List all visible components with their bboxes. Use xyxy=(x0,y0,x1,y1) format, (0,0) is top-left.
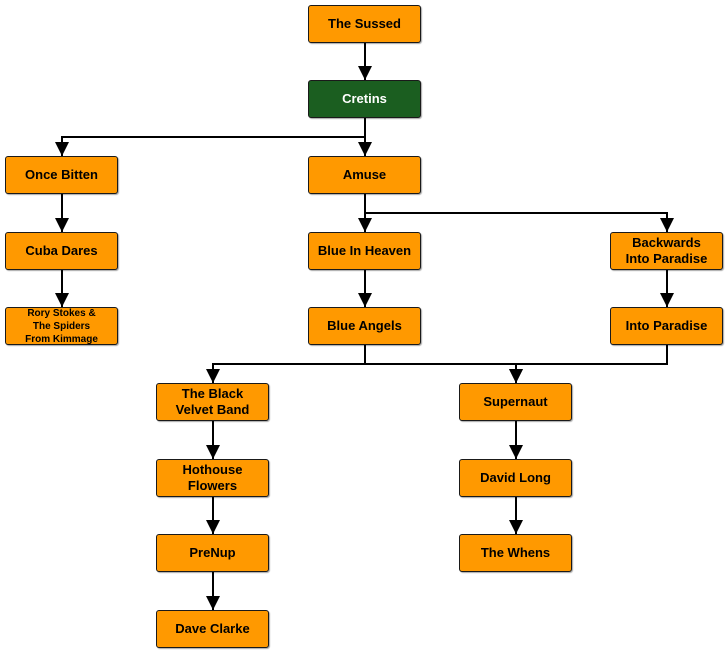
node-rory-stokes-and-the-spiders-from-kimmage[interactable]: Rory Stokes & The Spiders From Kimmage xyxy=(5,307,118,345)
node-blue-angels[interactable]: Blue Angels xyxy=(308,307,421,345)
node-dave-clarke[interactable]: Dave Clarke xyxy=(156,610,269,648)
node-blue-in-heaven[interactable]: Blue In Heaven xyxy=(308,232,421,270)
node-cretins[interactable]: Cretins xyxy=(308,80,421,118)
node-prenup[interactable]: PreNup xyxy=(156,534,269,572)
node-supernaut[interactable]: Supernaut xyxy=(459,383,572,421)
edge-cretins-to-once_bitten xyxy=(55,118,366,156)
edge-into_paradise-to-supernaut xyxy=(509,345,668,383)
node-hothouse-flowers[interactable]: Hothouse Flowers xyxy=(156,459,269,497)
node-once-bitten[interactable]: Once Bitten xyxy=(5,156,118,194)
edge-amuse-to-backwards_into_paradise xyxy=(364,194,674,232)
edge-blue_angels-to-supernaut xyxy=(364,345,523,383)
node-cuba-dares[interactable]: Cuba Dares xyxy=(5,232,118,270)
node-the-sussed[interactable]: The Sussed xyxy=(308,5,421,43)
node-david-long[interactable]: David Long xyxy=(459,459,572,497)
node-amuse[interactable]: Amuse xyxy=(308,156,421,194)
node-the-black-velvet-band[interactable]: The Black Velvet Band xyxy=(156,383,269,421)
node-the-whens[interactable]: The Whens xyxy=(459,534,572,572)
node-into-paradise[interactable]: Into Paradise xyxy=(610,307,723,345)
edge-blue_angels-to-black_velvet_band xyxy=(206,345,366,383)
node-backwards-into-paradise[interactable]: Backwards Into Paradise xyxy=(610,232,723,270)
